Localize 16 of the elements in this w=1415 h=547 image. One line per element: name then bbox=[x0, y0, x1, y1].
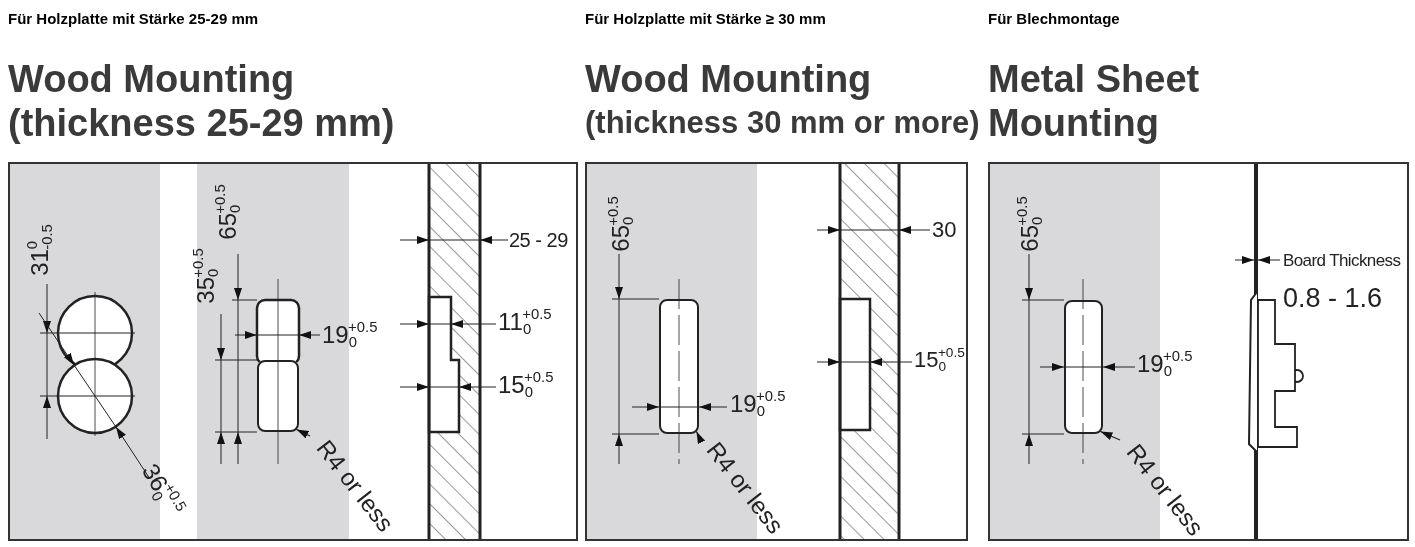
panel-title: Metal Sheet Mounting bbox=[988, 57, 1201, 145]
slot-outline bbox=[1064, 300, 1103, 434]
panel-title: Wood Mounting (thickness 30 mm or more) bbox=[585, 57, 981, 142]
panel-title: Wood Mounting (thickness 25-29 mm) bbox=[8, 57, 396, 145]
leader-line bbox=[295, 428, 311, 439]
dimension-label: 25 - 29 bbox=[509, 230, 568, 250]
panel-subtitle: Für Blechmontage bbox=[988, 10, 1120, 27]
slot-outline bbox=[257, 360, 299, 432]
panel-subtitle: Für Holzplatte mit Stärke 25-29 mm bbox=[8, 10, 259, 27]
leader-line bbox=[1099, 430, 1121, 441]
dimension-label: 0.8 - 1.6 bbox=[1283, 284, 1383, 312]
panel-subtitle: Für Holzplatte mit Stärke ≥ 30 mm bbox=[585, 10, 826, 27]
dimension-label: Board Thickness bbox=[1283, 251, 1401, 269]
leader-line bbox=[695, 430, 706, 445]
slot-outline bbox=[659, 299, 699, 434]
dimension-label: 30 bbox=[932, 219, 957, 241]
